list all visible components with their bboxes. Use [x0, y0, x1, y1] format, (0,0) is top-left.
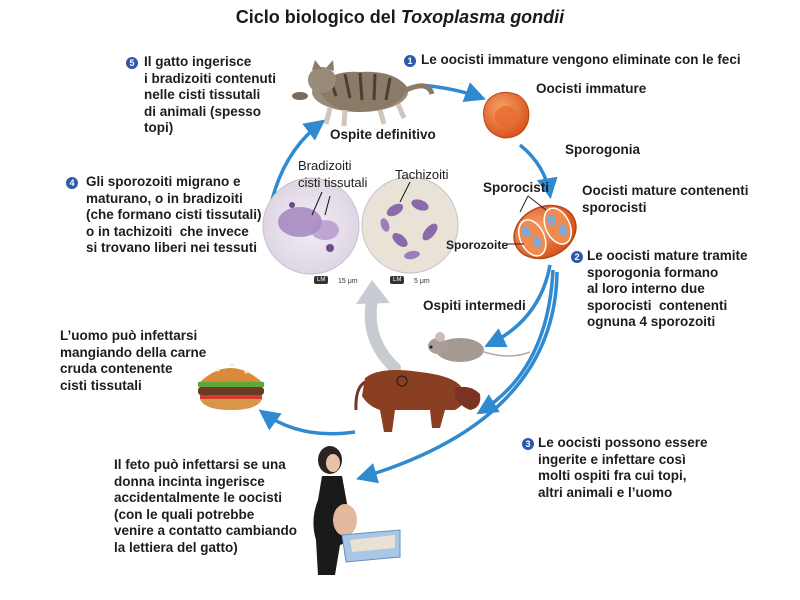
hamburger-icon	[198, 363, 264, 410]
label-sporozoite: Sporozoite	[446, 238, 508, 252]
arrow-to-cow	[476, 269, 555, 415]
arrow-to-mouse	[484, 264, 552, 348]
step-4-text: Gli sporozoiti migrano e maturano, o in …	[86, 174, 262, 255]
title-prefix: Ciclo biologico del	[235, 7, 396, 27]
arrow-to-woman	[355, 271, 559, 484]
litter-box-icon	[341, 529, 401, 563]
step-badge-5: 5	[126, 57, 138, 69]
oocyst-mature-icon	[506, 195, 577, 260]
cow-icon	[354, 370, 481, 432]
cat-icon	[292, 60, 435, 127]
step-badge-4: 4	[66, 177, 78, 189]
label-mature-oocysts: Oocisti mature contenenti sporocisti	[582, 183, 749, 215]
step-badge-3: 3	[522, 438, 534, 450]
label-tachyzoites: Tachizoiti	[395, 167, 449, 182]
mouse-icon	[428, 332, 531, 362]
step-2-text: Le oocisti mature tramite sporogonia for…	[587, 248, 748, 329]
label-sporogony: Sporogonia	[565, 142, 640, 157]
scale-bar-right: 5 μm	[414, 278, 430, 285]
pregnant-woman-icon	[313, 446, 357, 575]
micrograph-tachyzoites-icon	[361, 176, 459, 274]
label-immature-oocysts: Oocisti immature	[536, 81, 647, 96]
step-1-text: Le oocisti immature vengono eliminate co…	[421, 52, 741, 67]
scale-bar-left: 15 μm	[338, 278, 358, 285]
arrow-sporogony	[518, 143, 558, 200]
label-intermediate-hosts: Ospiti intermedi	[423, 298, 526, 313]
label-host-definitive: Ospite definitivo	[330, 127, 436, 142]
lm-badge-right: LM	[390, 276, 405, 284]
label-sporocysts: Sporocisti	[483, 180, 550, 195]
label-bradyzoites: Bradizoiti cisti tissutali	[298, 158, 368, 190]
diagram-title: Ciclo biologico del Toxoplasma gondii	[0, 7, 800, 28]
arrow-cow-to-burger	[258, 409, 356, 436]
step-3-text: Le oocisti possono essere ingerite e inf…	[538, 435, 708, 500]
oocyst-immature-icon	[483, 91, 530, 139]
label-fetus: Il feto può infettarsi se una donna inci…	[114, 457, 298, 555]
arrow-grey-cow-to-cells	[364, 294, 401, 374]
step-badge-1: 1	[404, 55, 416, 67]
step-5-text: Il gatto ingerisce i bradizoiti contenut…	[144, 54, 276, 135]
lm-badge-left: LM	[314, 276, 329, 284]
label-human-meat: L’uomo può infettarsi mangiando della ca…	[60, 328, 207, 393]
step-badge-2: 2	[571, 251, 583, 263]
title-species: Toxoplasma gondii	[400, 7, 565, 27]
micrograph-bradyzoites-icon	[262, 177, 360, 275]
arrow-grey-head	[356, 280, 390, 304]
arrow-to-cat	[270, 119, 326, 201]
